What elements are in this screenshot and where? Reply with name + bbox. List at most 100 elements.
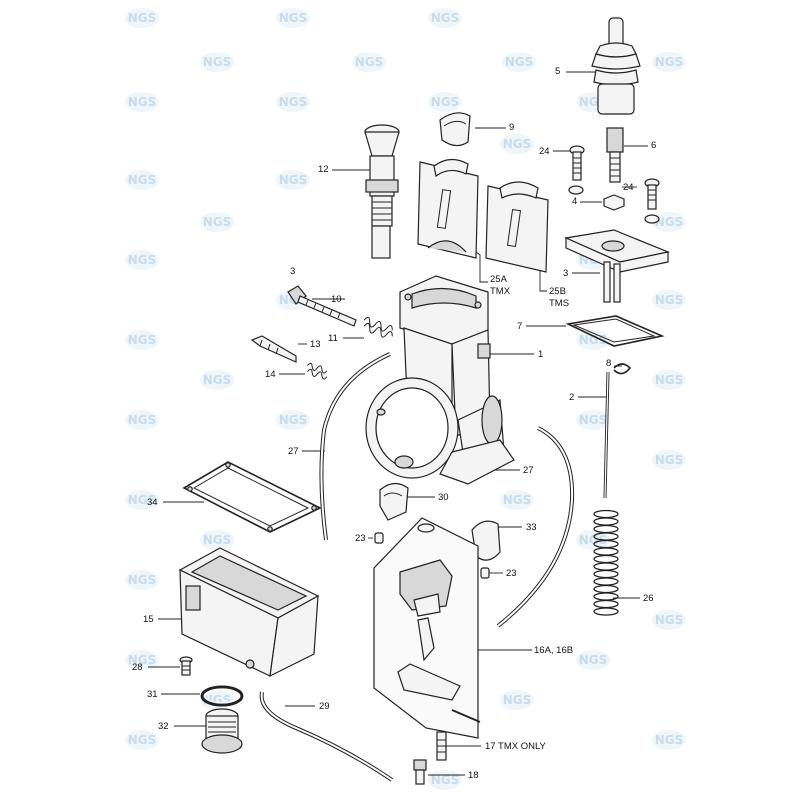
watermark-logo: NGS [276,410,310,430]
part-16-float-assembly [373,517,481,739]
watermark-logo: NGS [125,490,159,510]
spring-coil [593,592,619,601]
part-27-vent-hose-left [319,352,391,541]
part-25b-throttle-slide [485,181,549,273]
label-part-28: 28 [132,662,143,673]
label-part-18: 18 [468,770,479,781]
part-24-screw-left [569,145,585,181]
watermark-logo: NGS [125,8,159,28]
label-part-13: 13 [310,339,321,350]
watermark-logo: NGS [652,370,686,390]
part-23-jet-right [480,567,490,579]
part-11-idle-spring [363,316,393,338]
spring-coil [593,599,619,609]
watermark-logo: NGS [125,330,159,350]
spring-coil [593,517,619,526]
part-29-drain-hose [259,691,394,782]
watermark-logo: NGS [200,52,234,72]
part-1-carburetor-body [365,275,515,485]
watermark-logo: NGS [125,170,159,190]
label-part-7: 7 [517,321,523,332]
label-part-6: 6 [651,140,657,151]
spring-coil [593,532,619,541]
watermark-logo: NGS [200,370,234,390]
spring-coil [593,577,619,586]
watermark-logo: NGS [125,650,159,670]
watermark-logo: NGS [652,212,686,232]
part-7-top-gasket [565,315,665,347]
watermark-logo: NGS [500,134,534,154]
spring-coil [593,554,619,564]
label-part-23-right: 23 [506,568,517,579]
label-part-11: 11 [328,333,338,344]
spring-coil [593,547,619,556]
watermark-logo: NGS [200,212,234,232]
part-6-cable-adjuster [606,127,624,183]
part-33-float [471,520,501,561]
spring-coil [593,569,619,579]
label-part-8: 8 [606,358,612,369]
label-part-10: 10 [331,294,342,305]
label-part-14: 14 [265,369,276,380]
label-part-25a-tmx: TMX [490,286,511,297]
watermark-logo: NGS [576,410,610,430]
watermark-logo: NGS [500,490,534,510]
watermark-logo: NGS [500,690,534,710]
label-part-3: 3 [563,268,569,279]
label-part-24-left: 24 [539,146,550,157]
spring-coil [593,584,619,594]
label-part-29: 29 [319,701,330,712]
label-part-25b: 25B [549,286,566,297]
part-26-slide-spring [593,509,619,616]
part-15-float-bowl [178,547,320,678]
watermark-logo: NGS [125,730,159,750]
label-part-31: 31 [147,689,158,700]
part-17-pilot-jet [436,731,447,761]
label-part-15: 15 [143,614,154,625]
part-30-float-arm [379,482,409,521]
watermark-logo: NGS [652,52,686,72]
label-part-32: 32 [158,721,169,732]
label-part-16: 16A, 16B [534,645,574,656]
spring-coil [593,524,619,534]
watermark-logo: NGS [125,250,159,270]
part-14-pilot-spring [307,362,328,380]
label-part-27-left: 27 [288,446,299,457]
watermark-logo: NGS [352,52,386,72]
watermark-logo: NGS [276,8,310,28]
label-part-26: 26 [643,593,654,604]
watermark-logo: NGS [428,8,462,28]
watermark-logo: NGS [125,92,159,112]
label-part-1: 1 [538,349,544,360]
part-10-idle-screw [287,285,357,327]
label-part-33: 33 [526,522,537,533]
label-part-4: 4 [572,196,578,207]
label-part-17: 17 TMX ONLY [485,741,546,752]
spring-coil [593,607,619,616]
part-8-needle-clip [613,363,632,375]
part-12-starter-plunger [364,124,400,259]
part-32-bottom-plug [201,708,243,754]
label-part-30: 30 [438,492,449,503]
label-part-5: 5 [555,66,561,77]
watermark-logo: NGS [276,92,310,112]
label-part-25b-tms: TMS [549,298,570,309]
watermark-logo: NGS [125,570,159,590]
part-4-lock-nut [568,185,660,224]
watermark-logo: NGS [125,410,159,430]
part-5-rubber-cap [591,17,641,115]
part-28-bowl-screw [179,656,193,676]
part-18-main-jet [413,759,427,785]
part-31-o-ring [200,685,244,707]
watermark-logo: NGS [652,450,686,470]
label-part-34: 34 [147,497,158,508]
part-24-screw-right [644,178,660,210]
watermark-logo: NGS [652,610,686,630]
part-34-float-bowl-gasket [182,461,322,533]
spring-coil [593,509,619,519]
label-part-23-left: 23 [355,533,366,544]
leader-lines [148,71,648,776]
watermark-logo: NGS [200,530,234,550]
watermark-logo: NGS [502,52,536,72]
label-part-25a: 25A [490,274,507,285]
